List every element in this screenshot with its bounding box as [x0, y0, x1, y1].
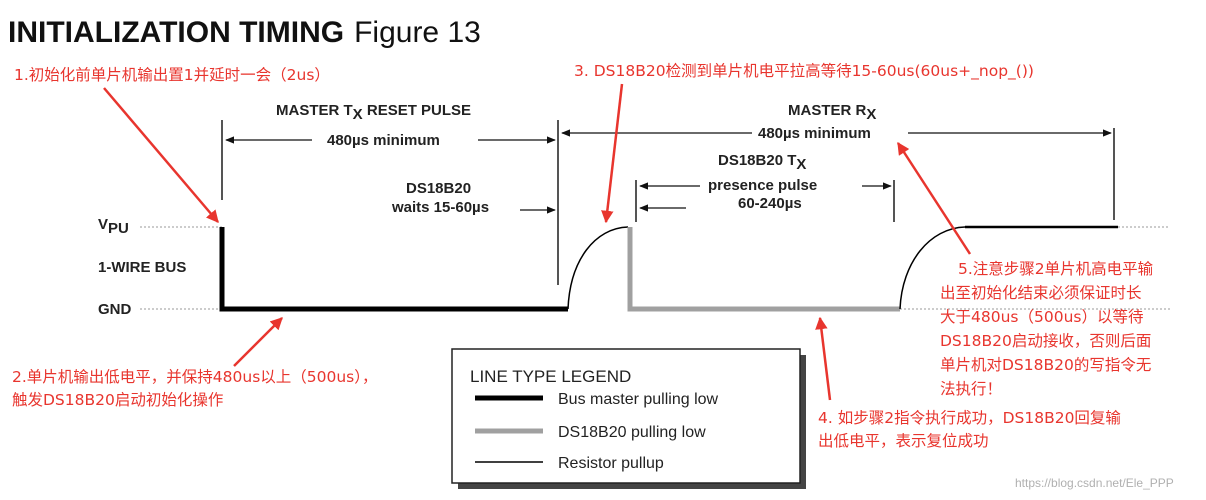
ds-wait-label-1: DS18B20 — [406, 180, 471, 197]
legend-item-master: Bus master pulling low — [558, 391, 719, 408]
watermark: https://blog.csdn.net/Ele_PPP — [1015, 476, 1174, 490]
legend-item-ds18b20: DS18B20 pulling low — [558, 424, 706, 441]
presence-pulse-label: presence pulse — [708, 177, 817, 194]
annotation-step1: 1.初始化前单片机输出置1并延时一会（2us） — [14, 66, 330, 84]
annotation-arrow-5 — [896, 141, 972, 255]
master-tx-reset-pulse-label: MASTER TX RESET PULSE — [276, 102, 471, 123]
ds18b20-pulling-low-waveform — [627, 227, 900, 312]
legend-item-pullup: Resistor pullup — [558, 455, 664, 472]
annotation-step5-line5: 单片机对DS18B20的写指令无 — [940, 356, 1151, 374]
annotation-step2-line1: 2.单片机输出低电平，并保持480us以上（500us）， — [12, 368, 378, 386]
presence-duration-label: 60-240µs — [738, 195, 802, 212]
annotation-arrow-2 — [233, 317, 283, 367]
annotation-step5-line3: 大于480us（500us）以等待 — [940, 308, 1143, 326]
pullup-rise-1 — [567, 226, 629, 310]
gnd-label: GND — [98, 301, 132, 318]
line-type-legend: LINE TYPE LEGEND Bus master pulling low … — [451, 348, 806, 489]
annotation-step5-line2: 出至初始化结束必须保证时长 — [940, 284, 1142, 302]
legend-title: LINE TYPE LEGEND — [470, 367, 631, 386]
master-rx-label: MASTER RX — [788, 102, 876, 123]
annotation-step4-line2: 出低电平，表示复位成功 — [818, 432, 989, 450]
master-pulling-low-waveform — [219, 227, 568, 312]
legend-box — [451, 348, 801, 484]
annotation-step4-line1: 4. 如步骤2指令执行成功，DS18B20回复输 — [818, 409, 1121, 427]
annotation-arrow-3 — [601, 83, 624, 224]
annotation-step5-line1: 5.注意步骤2单片机高电平输 — [958, 259, 1154, 278]
annotation-step5-line4: DS18B20启动接收，否则后面 — [940, 332, 1151, 350]
min480-left-label: 480µs minimum — [327, 132, 440, 149]
annotation-step5-line6: 法执行！ — [940, 380, 1002, 398]
annotation-arrow-4 — [815, 316, 832, 401]
annotation-arrow-1 — [103, 87, 219, 223]
ds-tx-label: DS18B20 TX — [718, 152, 806, 173]
bus-label: 1-WIRE BUS — [98, 259, 186, 276]
ds-wait-label-2: waits 15-60µs — [391, 199, 489, 216]
annotation-step2-line2: 触发DS18B20启动初始化操作 — [12, 391, 223, 409]
annotation-step3: 3. DS18B20检测到单片机电平拉高等待15-60us(60us+_nop_… — [574, 62, 1034, 81]
min480-right-label: 480µs minimum — [758, 125, 871, 142]
vpu-label: VPU — [98, 216, 129, 237]
